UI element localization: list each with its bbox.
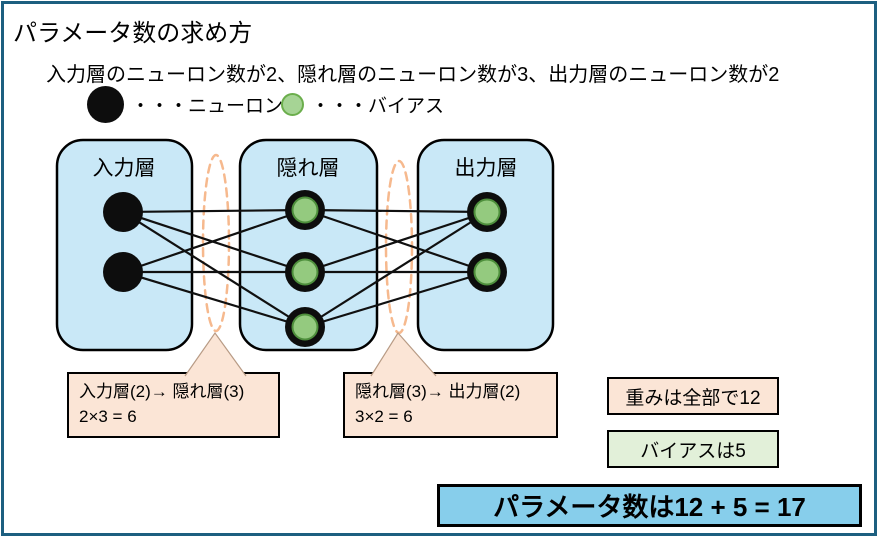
bias-total-label: バイアスは5 <box>640 440 746 462</box>
neurons <box>103 190 507 347</box>
connection-line <box>122 208 306 274</box>
connection-line <box>122 211 306 328</box>
hidden-neuron-1-bias <box>291 196 319 224</box>
callout-2-line-1: 隠れ層(3)→ 出力層(2) <box>355 382 520 401</box>
weight-group-ellipse-1 <box>201 153 231 333</box>
connection-line <box>122 208 306 214</box>
hidden-neuron-3-bias <box>291 313 319 341</box>
connection-line <box>304 210 488 274</box>
parameter-total-box: パラメータ数は12 + 5 = 17 <box>437 484 862 527</box>
neuron-icon <box>87 85 124 123</box>
input-layer-label: 入力層 <box>93 157 156 180</box>
legend-neuron: ・・・ニューロン <box>87 85 283 123</box>
parameter-total-label: パラメータ数は12 + 5 = 17 <box>493 492 806 522</box>
input-neuron-1 <box>103 192 143 232</box>
hidden-layer-box <box>238 138 379 352</box>
weight-group-ellipse-2 <box>384 159 414 335</box>
callout-box-1 <box>67 372 280 438</box>
connection-line <box>304 211 488 328</box>
callout-box-2 <box>343 372 558 438</box>
bias-icon <box>281 92 304 116</box>
legend-bias-label: ・・・バイアス <box>311 95 445 117</box>
legend-bias: ・・・バイアス <box>281 85 444 123</box>
layer-boxes: 入力層 隠れ層 出力層 <box>55 138 555 352</box>
callout-pointer-1 <box>184 331 247 377</box>
callout-1-line-1: 入力層(2)→ 隠れ層(3) <box>79 382 244 401</box>
legend-neuron-label: ・・・ニューロン <box>131 95 284 117</box>
weights-total-box: 重みは全部で12 <box>607 377 779 415</box>
weight-connections <box>122 208 488 329</box>
connection-line <box>122 270 306 329</box>
connection-line <box>304 208 488 214</box>
bias-total-box: バイアスは5 <box>607 430 779 468</box>
input-layer-box <box>55 138 194 352</box>
weights-total-label: 重みは全部で12 <box>625 387 761 409</box>
connection-line <box>304 270 488 329</box>
hidden-neuron-2-bias <box>291 258 319 286</box>
page-title: パラメータ数の求め方 <box>13 20 253 47</box>
input-neuron-2 <box>103 252 143 292</box>
output-layer-box <box>416 138 555 352</box>
output-neuron-1-bias <box>473 198 501 226</box>
output-neuron-2-bias <box>473 258 501 286</box>
callout-2-line-2: 3×2 = 6 <box>355 407 413 426</box>
callout-pointer-2 <box>370 332 437 377</box>
subtitle: 入力層のニューロン数が2、隠れ層のニューロン数が3、出力層のニューロン数が2 <box>46 64 780 86</box>
output-layer-label: 出力層 <box>455 157 518 180</box>
hidden-layer-label: 隠れ層 <box>277 157 340 180</box>
callout-1-line-2: 2×3 = 6 <box>79 407 137 426</box>
callouts: 入力層(2)→ 隠れ層(3) 2×3 = 6 隠れ層(3)→ 出力層(2) 3×… <box>67 331 558 438</box>
